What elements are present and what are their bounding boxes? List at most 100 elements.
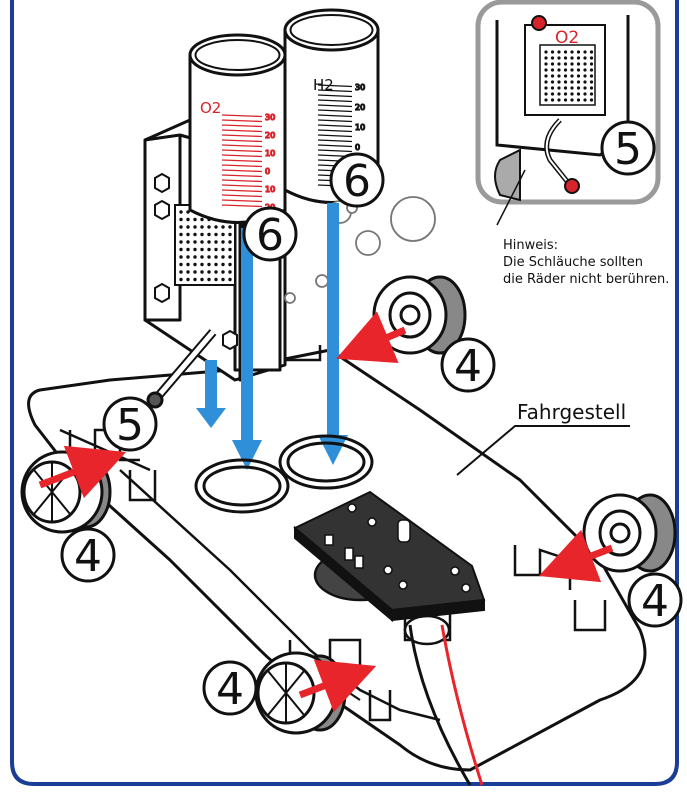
grid-hole: [576, 92, 581, 96]
grid-hole: [563, 68, 568, 72]
grid-hole: [544, 86, 548, 90]
grid-hole: [544, 68, 548, 72]
scale-tick: [317, 99, 353, 103]
scale-tick: [221, 164, 263, 168]
grid-hole: [228, 225, 232, 229]
grid-hole: [557, 92, 561, 96]
grid-hole: [214, 255, 218, 259]
chassis-leader-line: [456, 425, 630, 476]
scale-tick: [317, 104, 353, 108]
scale-tick: [221, 154, 263, 158]
scale-tick: [317, 89, 353, 93]
grid-hole: [563, 98, 568, 102]
scale-tick: [317, 114, 353, 118]
callout-six-o2-number: 6: [256, 210, 284, 261]
grid-hole: [550, 92, 555, 96]
grid-hole: [207, 225, 211, 229]
scale-number: 0: [355, 143, 360, 152]
grid-hole: [563, 80, 568, 84]
grid-hole: [207, 232, 211, 237]
wires: [408, 624, 484, 786]
grid-hole: [228, 270, 232, 274]
grid-hole: [589, 74, 594, 78]
scale-tick: [221, 119, 263, 123]
grid-hole: [193, 277, 197, 282]
blue-arrows: [196, 203, 348, 470]
hint-title: Hinweis:: [503, 238, 559, 253]
callout-four-left-number: 4: [74, 531, 102, 582]
scale-tick: [221, 184, 263, 188]
scale-tick: [221, 204, 263, 208]
grid-hole: [214, 277, 218, 282]
grid-hole: [583, 62, 587, 66]
grid-hole: [583, 86, 587, 90]
grid-hole: [563, 56, 568, 60]
grid-hole: [186, 247, 190, 252]
grid-hole: [207, 240, 211, 244]
grid-hole: [186, 217, 190, 222]
inset-panel: [475, 0, 661, 226]
grid-hole: [570, 86, 574, 90]
grid-hole: [589, 98, 594, 102]
scale-tick: [317, 119, 353, 123]
grid-hole: [563, 74, 568, 78]
grid-hole: [207, 255, 211, 259]
pcb-board: [293, 490, 486, 623]
callout-six-h2-number: 6: [343, 156, 371, 207]
scale-number: 20: [355, 103, 365, 112]
grid-hole: [557, 98, 561, 102]
scale-tick: [221, 129, 263, 133]
callout-four-bottom-number: 4: [216, 664, 244, 715]
grid-hole: [550, 98, 555, 102]
scale-tick: [221, 194, 263, 198]
h2-cylinder-label: H2: [313, 76, 334, 94]
grid-hole: [228, 262, 232, 267]
grid-hole: [193, 225, 197, 229]
grid-hole: [179, 210, 183, 214]
hint-line-2: die Räder nicht berühren.: [503, 272, 670, 287]
grid-hole: [583, 68, 587, 72]
grid-hole: [179, 232, 183, 237]
callout-six-h2: 6: [329, 152, 385, 208]
grid-hole: [221, 255, 225, 259]
grid-hole: [193, 247, 197, 252]
grid-hole: [221, 240, 225, 244]
grid-hole: [589, 68, 594, 72]
grid-hole: [583, 80, 587, 84]
grid-hole: [179, 262, 183, 267]
scale-tick: [221, 189, 263, 193]
callout-four-top-right: 4: [440, 337, 496, 393]
scale-tick: [221, 169, 263, 173]
grid-hole: [179, 247, 183, 252]
scale-number: 30: [355, 83, 365, 92]
grid-hole: [228, 277, 232, 282]
grid-hole: [589, 56, 594, 60]
scale-tick: [221, 124, 263, 128]
grid-hole: [200, 270, 204, 274]
page-frame: [10, 0, 679, 786]
grid-hole: [207, 247, 211, 252]
grid-hole: [200, 247, 204, 252]
grid-hole: [214, 232, 218, 237]
grid-hole: [200, 262, 204, 267]
hint-note: Hinweis: Die Schläuche sollten die Räder…: [503, 237, 669, 288]
grid-hole: [207, 277, 211, 282]
scale-tick: [317, 139, 353, 143]
grid-hole: [200, 217, 204, 222]
grid-hole: [221, 277, 225, 282]
scale-tick: [221, 174, 263, 178]
grid-hole: [550, 80, 555, 84]
grid-hole: [589, 92, 594, 96]
grid-hole: [570, 62, 574, 66]
scale-tick: [221, 139, 263, 143]
grid-hole: [576, 74, 581, 78]
grid-hole: [221, 232, 225, 237]
grid-hole: [200, 255, 204, 259]
wheel-right: [582, 493, 677, 573]
grid-hole: [179, 270, 183, 274]
grid-hole: [570, 56, 574, 60]
scale-tick: [221, 179, 263, 183]
callout-six-o2: 6: [242, 206, 298, 262]
grid-hole: [186, 277, 190, 282]
